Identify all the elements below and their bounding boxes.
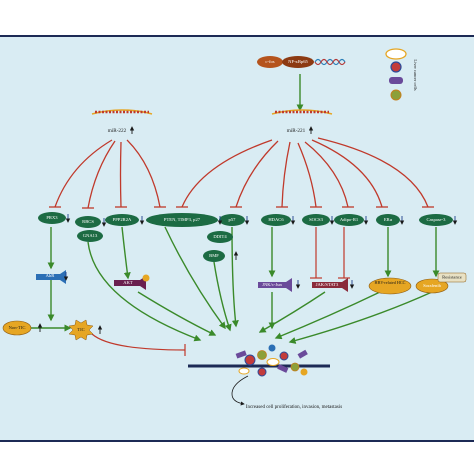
svg-text:JNK/c-Jun: JNK/c-Jun: [262, 282, 282, 287]
svg-text:RBCS: RBCS: [82, 219, 94, 224]
p57-node: p57: [219, 214, 245, 226]
svg-text:PPP2R2A: PPP2R2A: [113, 217, 132, 222]
cfos-node: [257, 56, 283, 68]
akt-node: AKT: [114, 274, 150, 290]
svg-text:Non-TIC: Non-TIC: [9, 325, 26, 330]
nfkb-label: NF-κBp65: [288, 59, 308, 64]
ppp2r2a-node: PPP2R2A: [105, 214, 139, 226]
transcription-factor-complex: c-fos NF-κBp65: [257, 56, 346, 68]
mir222-inhibition-lines: [49, 139, 166, 209]
chromatin-outcome: Increased cell proliferation, invasion, …: [188, 344, 342, 410]
socs3-node: SOCS3: [302, 214, 330, 226]
legend-label: Liver cancer cells: [413, 59, 418, 90]
svg-text:SOCS3: SOCS3: [309, 217, 323, 222]
svg-text:AKT: AKT: [123, 280, 133, 285]
svg-text:ERα: ERα: [384, 217, 393, 222]
svg-text:Resistance: Resistance: [442, 275, 462, 280]
pten-node: PTEN, TIMP3, p27: [146, 213, 218, 227]
mir221-node: miR-221: [271, 109, 333, 134]
svg-text:PTEN, TIMP3, p27: PTEN, TIMP3, p27: [164, 217, 201, 223]
hdac6-node: HDAC6: [261, 214, 291, 226]
ddit4-node: DDIT4: [207, 231, 233, 243]
svg-text:Sorafenib: Sorafenib: [423, 283, 442, 288]
svg-text:HDAC6: HDAC6: [268, 217, 284, 222]
gna13-node: GNA13: [77, 230, 103, 242]
downregulation-markers: [63, 214, 458, 289]
svg-text:HBV-related HCC: HBV-related HCC: [375, 280, 406, 285]
svg-text:Caspase-3: Caspase-3: [427, 217, 447, 222]
dna-helix-a: [314, 58, 346, 66]
downstream-row: AhR AKT JNK/c-Jun JAK/STAT3 HBV-related …: [2, 270, 467, 341]
svg-text:GNA13: GNA13: [83, 233, 98, 238]
bmf-node: BMF: [203, 250, 225, 262]
nontic-node: Non-TIC: [2, 320, 32, 336]
resistance-node: Resistance: [437, 272, 467, 283]
top-rule: [0, 35, 474, 37]
tic-node: TIC: [68, 319, 94, 341]
ahr-node: AhR: [36, 270, 66, 284]
adipor1-node: Adipo-R1: [334, 214, 364, 226]
phosphate-icon: [142, 274, 150, 282]
jnk-node: JNK/c-Jun: [258, 278, 292, 292]
svg-text:JAK/STAT3: JAK/STAT3: [316, 282, 339, 287]
rbcs-node: RBCS: [75, 216, 101, 228]
sorafenib-node: Sorafenib: [415, 278, 449, 294]
svg-text:BMF: BMF: [209, 253, 219, 258]
era-node: ERα: [376, 214, 400, 226]
activation-arrows: [30, 226, 440, 344]
nfkb-node: [282, 56, 314, 68]
lower-inhibition-lines: [91, 227, 350, 356]
svg-text:Adipo-R1: Adipo-R1: [340, 217, 359, 222]
svg-text:TIC: TIC: [77, 327, 84, 332]
caspase3-node: Caspase-3: [419, 214, 453, 226]
svg-text:PRX3: PRX3: [46, 215, 58, 220]
hbv-node: HBV-related HCC: [368, 277, 412, 295]
svg-text:AhR: AhR: [46, 273, 56, 278]
dna-helix-b: [314, 58, 346, 66]
outcome-label: Increased cell proliferation, invasion, …: [246, 405, 342, 410]
mir222-label: miR-222: [108, 128, 127, 134]
mir221-inhibition-lines: [176, 137, 434, 208]
target-row: PRX3 RBCS GNA13 PPP2R2A PTEN, TIMP3, p27…: [38, 212, 453, 262]
outcome-arrow: [231, 375, 249, 406]
legend: Liver cancer cells: [385, 48, 418, 101]
mir221-label: miR-221: [287, 128, 306, 134]
bottom-rule: [0, 440, 474, 442]
upregulation-markers: [37, 251, 239, 334]
svg-text:DDIT4: DDIT4: [213, 234, 227, 239]
jakstat-node: JAK/STAT3: [312, 278, 348, 292]
mir222-node: miR-222: [91, 109, 153, 134]
prdx-node: PRX3: [38, 212, 66, 224]
cfos-label: c-fos: [265, 59, 274, 64]
svg-text:p57: p57: [229, 217, 237, 222]
